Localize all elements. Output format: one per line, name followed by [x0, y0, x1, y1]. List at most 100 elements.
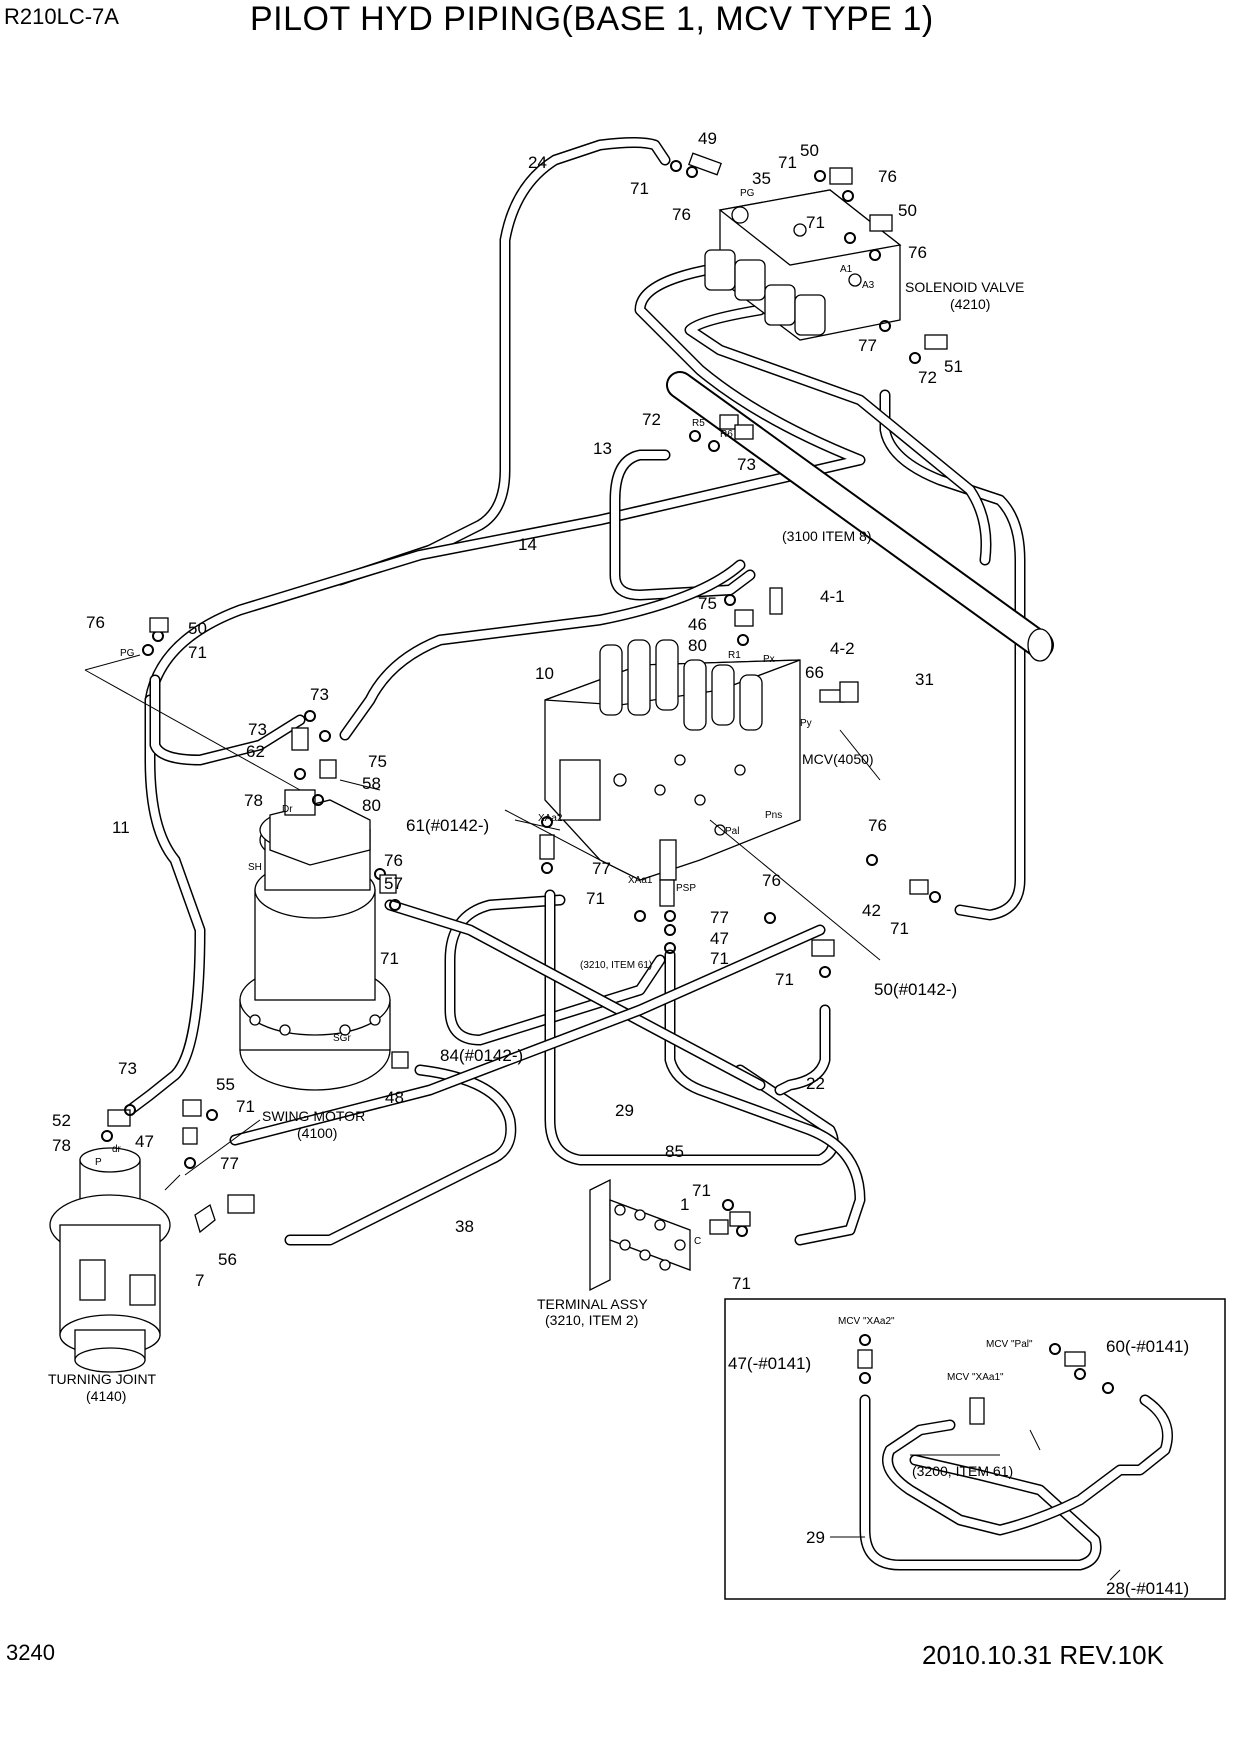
port-a3: A3	[862, 280, 875, 291]
callout-7: 7	[195, 1271, 204, 1290]
callout-38: 38	[455, 1217, 474, 1236]
callout-77: 77	[858, 336, 877, 355]
callout-78: 78	[52, 1136, 71, 1155]
callout-31: 31	[915, 670, 934, 689]
ref-3100-item8: (3100 ITEM 8)	[782, 528, 871, 544]
callout-4-2: 4-2	[830, 639, 855, 658]
port-pns: Pns	[765, 810, 782, 821]
port-xaa1: XAa1	[628, 875, 653, 886]
inset-callout-28: 28(-#0141)	[1106, 1579, 1189, 1598]
port-pg-left: PG	[120, 648, 135, 659]
port-psp: PSP	[676, 883, 696, 894]
callout-52: 52	[52, 1111, 71, 1130]
callout-58: 58	[362, 774, 381, 793]
revision-date: 2010.10.31 REV.10K	[922, 1640, 1164, 1670]
inset-callout-60: 60(-#0141)	[1106, 1337, 1189, 1356]
port-p-tj: P	[95, 1157, 102, 1168]
page-number: 3240	[6, 1640, 55, 1665]
callout-29: 29	[615, 1101, 634, 1120]
callout-10: 10	[535, 664, 554, 683]
callout-48: 48	[385, 1088, 404, 1107]
inset-callout-29: 29	[806, 1528, 825, 1547]
terminal-assy-ref: (3210, ITEM 2)	[545, 1312, 638, 1328]
callout-71: 71	[586, 889, 605, 908]
callout-71: 71	[380, 949, 399, 968]
inset-frame	[724, 1298, 1226, 1600]
solenoid-valve	[704, 189, 902, 341]
swing-motor-label: SWING MOTOR	[262, 1108, 365, 1124]
callout-56: 56	[218, 1250, 237, 1269]
fittings	[101, 152, 948, 1237]
callout-71: 71	[806, 213, 825, 232]
port-pg-top: PG	[740, 188, 755, 199]
solenoid-valve-label: SOLENOID VALVE	[905, 279, 1024, 295]
callout-76: 76	[878, 167, 897, 186]
swing-motor-ref: (4100)	[297, 1125, 337, 1141]
callout-84-0142: 84(#0142-)	[440, 1046, 523, 1065]
callout-24: 24	[528, 153, 547, 172]
callout-73: 73	[310, 685, 329, 704]
inset-callout-47: 47(-#0141)	[728, 1354, 811, 1373]
callout-75: 75	[698, 594, 717, 613]
callout-71: 71	[630, 179, 649, 198]
callout-71: 71	[236, 1097, 255, 1116]
callout-49: 49	[698, 129, 717, 148]
callout-55: 55	[216, 1075, 235, 1094]
swing-motor	[239, 779, 391, 1091]
mcv-label: MCV(4050)	[802, 751, 874, 767]
callout-76: 76	[86, 613, 105, 632]
callout-76: 76	[868, 816, 887, 835]
callout-50-0142: 50(#0142-)	[874, 980, 957, 999]
callout-47: 47	[710, 929, 729, 948]
callout-85: 85	[665, 1142, 684, 1161]
port-px: Px	[763, 654, 775, 665]
callout-66: 66	[805, 663, 824, 682]
port-r6: R6	[720, 429, 733, 440]
turning-joint-ref: (4140)	[86, 1388, 126, 1404]
callout-77: 77	[710, 908, 729, 927]
callout-51: 51	[944, 357, 963, 376]
callout-61: 61(#0142-)	[406, 816, 489, 835]
inset-mcv-xaa1: MCV "XAa1"	[947, 1372, 1004, 1383]
port-sh: SH	[248, 862, 262, 873]
port-sgr: SGr	[333, 1033, 351, 1044]
callout-80: 80	[362, 796, 381, 815]
turning-joint-label: TURNING JOINT	[48, 1371, 157, 1387]
callout-77: 77	[592, 859, 611, 878]
callout-4-1: 4-1	[820, 587, 845, 606]
port-py: Py	[800, 718, 812, 729]
inset-mcv-xaa2: MCV "XAa2"	[838, 1316, 895, 1327]
callout-14: 14	[518, 535, 537, 554]
callout-13: 13	[593, 439, 612, 458]
callout-35: 35	[752, 169, 771, 188]
solenoid-valve-ref: (4210)	[950, 296, 990, 312]
callout-50: 50	[188, 619, 207, 638]
callout-78: 78	[244, 791, 263, 810]
callout-76: 76	[762, 871, 781, 890]
callout-75: 75	[368, 752, 387, 771]
callout-73: 73	[248, 720, 267, 739]
callout-71: 71	[775, 970, 794, 989]
callout-71: 71	[732, 1274, 751, 1293]
hose-lines	[124, 137, 1026, 1246]
model-number: R210LC-7A	[4, 4, 119, 29]
inset-labels: MCV "XAa2" MCV "Pal" MCV "XAa1" 47(-#014…	[728, 1316, 1189, 1598]
port-r5: R5	[692, 418, 705, 429]
callout-72: 72	[642, 410, 661, 429]
callout-71: 71	[188, 643, 207, 662]
port-pal: Pal	[725, 826, 739, 837]
callout-77: 77	[220, 1154, 239, 1173]
callout-47: 47	[135, 1132, 154, 1151]
callout-73: 73	[737, 455, 756, 474]
callout-76: 76	[672, 205, 691, 224]
callout-1: 1	[680, 1195, 689, 1214]
port-xaa2: XAa2	[538, 813, 563, 824]
port-dr-tj: dr	[112, 1144, 122, 1155]
callouts: 24 49 71 50 76 35 71 76 71 50 76 77 72 5…	[52, 129, 963, 1293]
inset-mcv-pal: MCV "Pal"	[986, 1339, 1033, 1350]
turning-joint	[49, 1147, 171, 1373]
callout-71: 71	[890, 919, 909, 938]
ref-3200-item61: (3200, ITEM 61)	[912, 1463, 1013, 1479]
callout-50: 50	[800, 141, 819, 160]
